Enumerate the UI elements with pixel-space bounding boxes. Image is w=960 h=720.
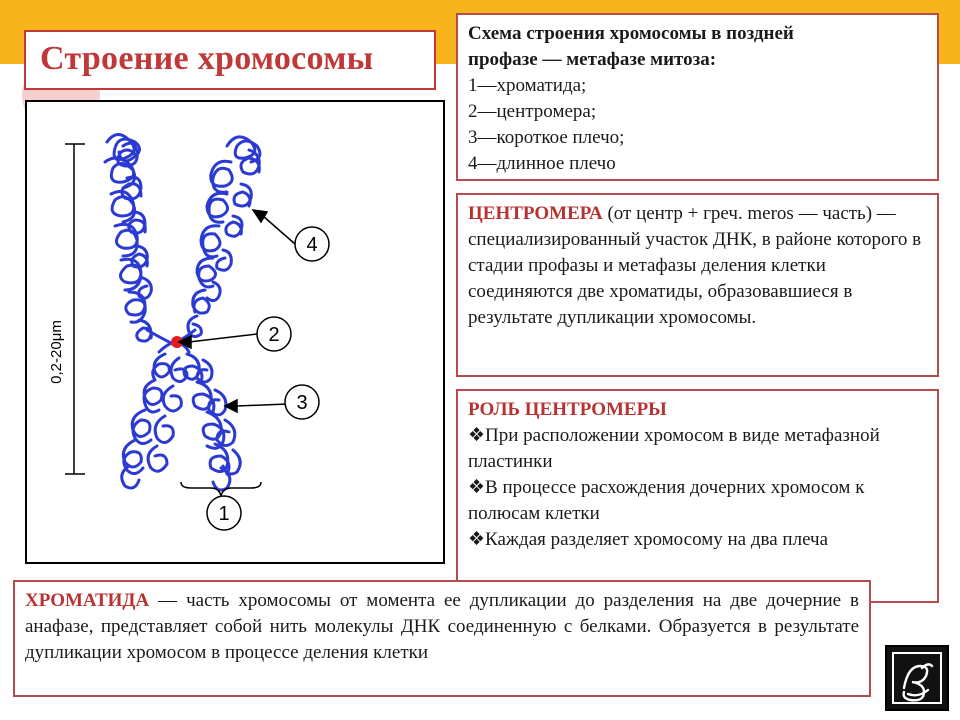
- role-item-3: ❖Каждая разделяет хромосому на два плеча: [468, 527, 927, 553]
- role-item-1: ❖При расположении хромосом в виде метафа…: [468, 423, 927, 475]
- slide-title: Строение хромосомы: [40, 40, 374, 77]
- legend-item-4: 4—длинное плечо: [468, 153, 616, 174]
- role-item-text: При расположении хромосом в виде метафаз…: [468, 425, 880, 472]
- chromatid-definition: — часть хромосомы от момента ее дупликац…: [25, 590, 859, 663]
- right-upper-arm: [186, 135, 262, 339]
- scale-label: 0,2-20μm: [48, 320, 65, 384]
- legend-item-2: 2—центромера;: [468, 101, 597, 122]
- diamond-bullet-icon: ❖: [468, 425, 486, 446]
- legend-box: Схема строения хромосомы в поздней профа…: [456, 13, 939, 181]
- logo: [885, 645, 949, 711]
- legend-item-1: 1—хроматида;: [468, 75, 587, 96]
- left-upper-arm-2: [116, 141, 153, 300]
- role-item-text: Каждая разделяет хромосому на два плеча: [485, 529, 829, 550]
- diamond-bullet-icon: ❖: [468, 477, 486, 498]
- scale-bar: [65, 143, 85, 475]
- left-upper-arm: [103, 133, 153, 343]
- legend-heading-line2: профазе — метафазе митоза:: [468, 49, 717, 70]
- role-item-2: ❖В процессе расхождения дочерних хромосо…: [468, 475, 927, 527]
- role-item-text: В процессе расхождения дочерних хромосом…: [468, 477, 865, 524]
- centromere-definition: (от центр + греч. meros — часть) — специ…: [468, 203, 922, 328]
- right-lower-arm: [182, 352, 232, 492]
- marker-2-label: 2: [268, 324, 279, 346]
- chromatid-strands: [103, 133, 262, 492]
- slide-title-box: Строение хромосомы: [24, 30, 436, 90]
- marker-1-label: 1: [218, 503, 229, 525]
- legend-heading-line1: Схема строения хромосомы в поздней: [468, 23, 794, 44]
- marker-4: 4: [294, 226, 330, 262]
- chromosome-diagram: 0,2-20μm 4: [25, 100, 445, 564]
- centromere-dot: [171, 336, 183, 348]
- marker-3-label: 3: [296, 392, 307, 414]
- marker-2: 2: [256, 316, 292, 352]
- centromere-definition-box: ЦЕНТРОМЕРА (от центр + греч. meros — час…: [456, 193, 939, 377]
- marker-3: 3: [284, 384, 320, 420]
- chromosome-figure: 0,2-20μm 4: [48, 133, 330, 531]
- calligraphic-monogram-icon: [902, 663, 934, 702]
- diamond-bullet-icon: ❖: [468, 529, 486, 550]
- role-heading: РОЛЬ ЦЕНТРОМЕРЫ: [468, 399, 667, 420]
- left-lower-arm-2: [146, 356, 189, 473]
- centromere-role-box: РОЛЬ ЦЕНТРОМЕРЫ ❖При расположении хромос…: [456, 389, 939, 603]
- pointer-arrows: [177, 209, 296, 414]
- chromatid-term: ХРОМАТИДА: [25, 590, 150, 611]
- right-lower-arm-2: [195, 358, 242, 476]
- right-upper-arm-2: [205, 148, 261, 303]
- legend-item-3: 3—короткое плечо;: [468, 127, 625, 148]
- marker-1: 1: [206, 495, 242, 531]
- chromatid-definition-box: ХРОМАТИДА — часть хромосомы от момента е…: [13, 580, 871, 697]
- marker-4-label: 4: [306, 234, 317, 256]
- left-lower-arm: [120, 352, 171, 490]
- logo-frame: [892, 652, 942, 704]
- centromere-term: ЦЕНТРОМЕРА: [468, 203, 603, 224]
